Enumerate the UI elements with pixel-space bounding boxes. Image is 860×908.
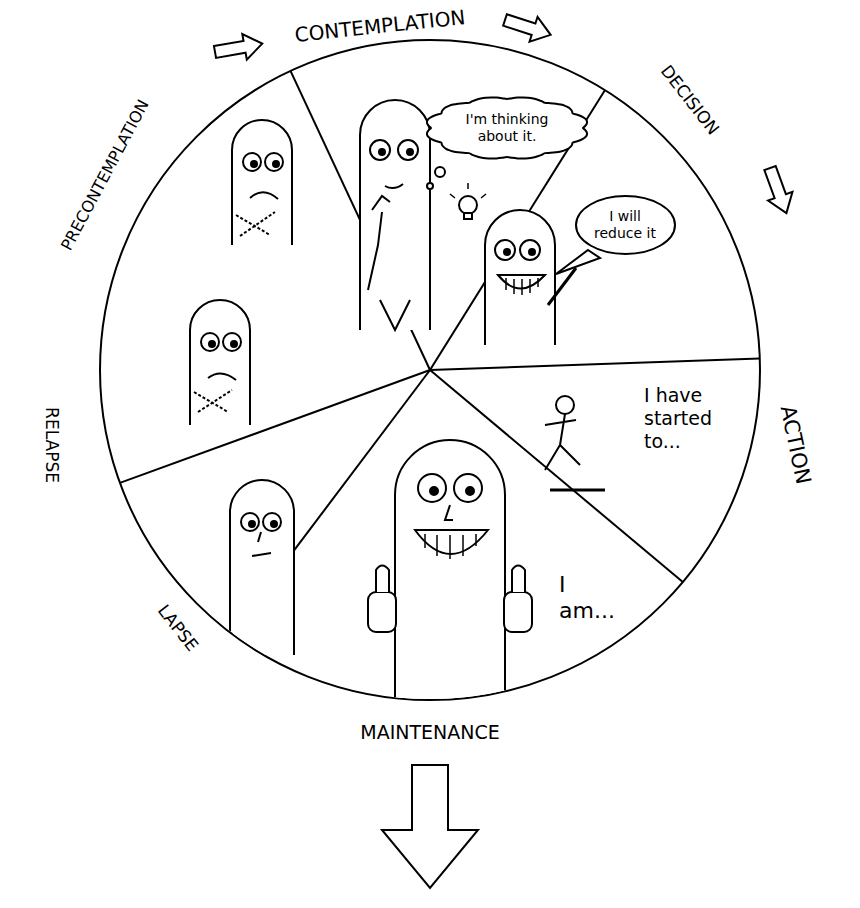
cycle-arrow (501, 8, 555, 48)
stage-name: CONTEMPLATION (294, 5, 467, 47)
cycle-arrow (758, 164, 799, 218)
thought-bubble: I'm thinking about it. (430, 98, 584, 158)
stage-name: RELAPSE (42, 407, 62, 483)
grumpy-figure (232, 120, 292, 245)
lapse-figure (230, 480, 294, 655)
figure-statement: I have started to... (644, 384, 736, 452)
stage-name: LAPSE (154, 601, 203, 656)
sector-line (291, 71, 431, 370)
running-figure (545, 396, 605, 490)
figures (190, 100, 605, 705)
figure-statement: I am... (559, 572, 617, 625)
grumpy-figure (190, 300, 250, 425)
stage-name: DECISION (657, 61, 724, 139)
bubble-text: I will reduce it (594, 208, 656, 242)
sector-line (120, 370, 430, 483)
speech-bubble: I will reduce it (575, 195, 676, 255)
cycle-arrows (213, 8, 799, 888)
cloud-outline (427, 97, 587, 158)
cycle-arrow (213, 31, 265, 65)
exit-arrow (382, 765, 478, 888)
deciding-figure (450, 183, 600, 345)
bubble-text: I'm thinking about it. (457, 111, 557, 145)
bubble-text: I will reduce it (594, 208, 656, 242)
happy-figure (368, 440, 532, 705)
sector-line (430, 359, 760, 371)
oval-outline (576, 196, 675, 254)
stage-name: MAINTENANCE (360, 721, 500, 744)
stage-name: PRECONTEMPLATION (57, 96, 153, 253)
stage-name: ACTION (774, 403, 815, 486)
bubble-text: I'm thinking about it. (457, 111, 557, 145)
